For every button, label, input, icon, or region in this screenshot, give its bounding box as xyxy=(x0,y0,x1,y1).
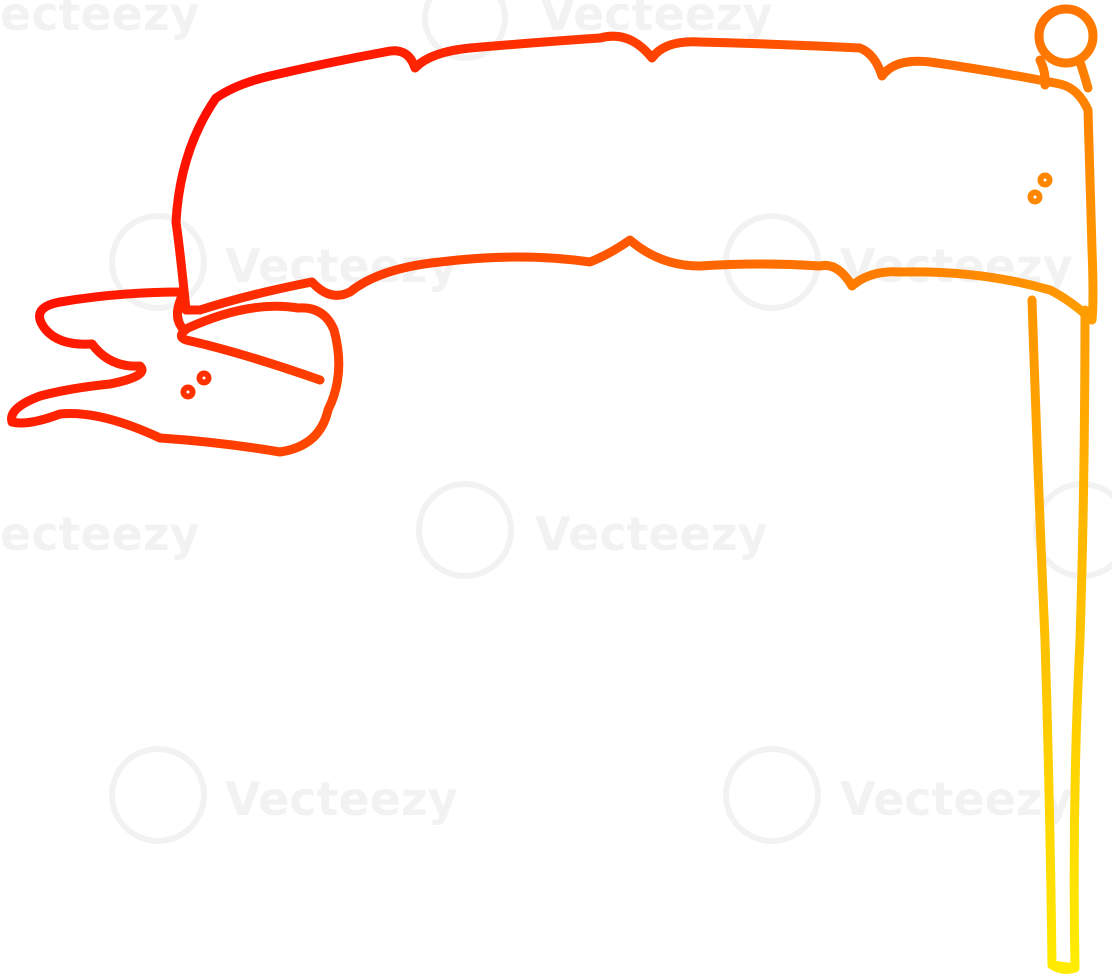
tail-speck xyxy=(180,384,196,400)
watermark-text: Vecteezy xyxy=(840,772,1073,826)
watermark-text: ecteezy xyxy=(0,507,200,561)
flag-speck xyxy=(1037,172,1053,188)
watermark-text: Vecteezy xyxy=(225,772,458,826)
tail-speck xyxy=(196,370,212,386)
flag-tail xyxy=(7,287,344,457)
pole-knob xyxy=(1034,4,1098,68)
pole-bottom xyxy=(1047,960,1080,974)
watermark-text: Vecteezy xyxy=(535,507,768,561)
flag-pole xyxy=(1027,295,1090,973)
watermark-logo-icon xyxy=(109,0,1112,844)
flag-speck xyxy=(1027,189,1043,205)
flag-drawing xyxy=(7,4,1098,974)
watermark-text: Vecteezy xyxy=(540,0,773,41)
watermark-layer: ecteezy Vecteezy Vecteezy Vecteezy ectee… xyxy=(0,0,1112,844)
tail-fold xyxy=(173,291,189,335)
watermark-text: ecteezy xyxy=(0,0,200,41)
flag-body xyxy=(171,31,1098,325)
